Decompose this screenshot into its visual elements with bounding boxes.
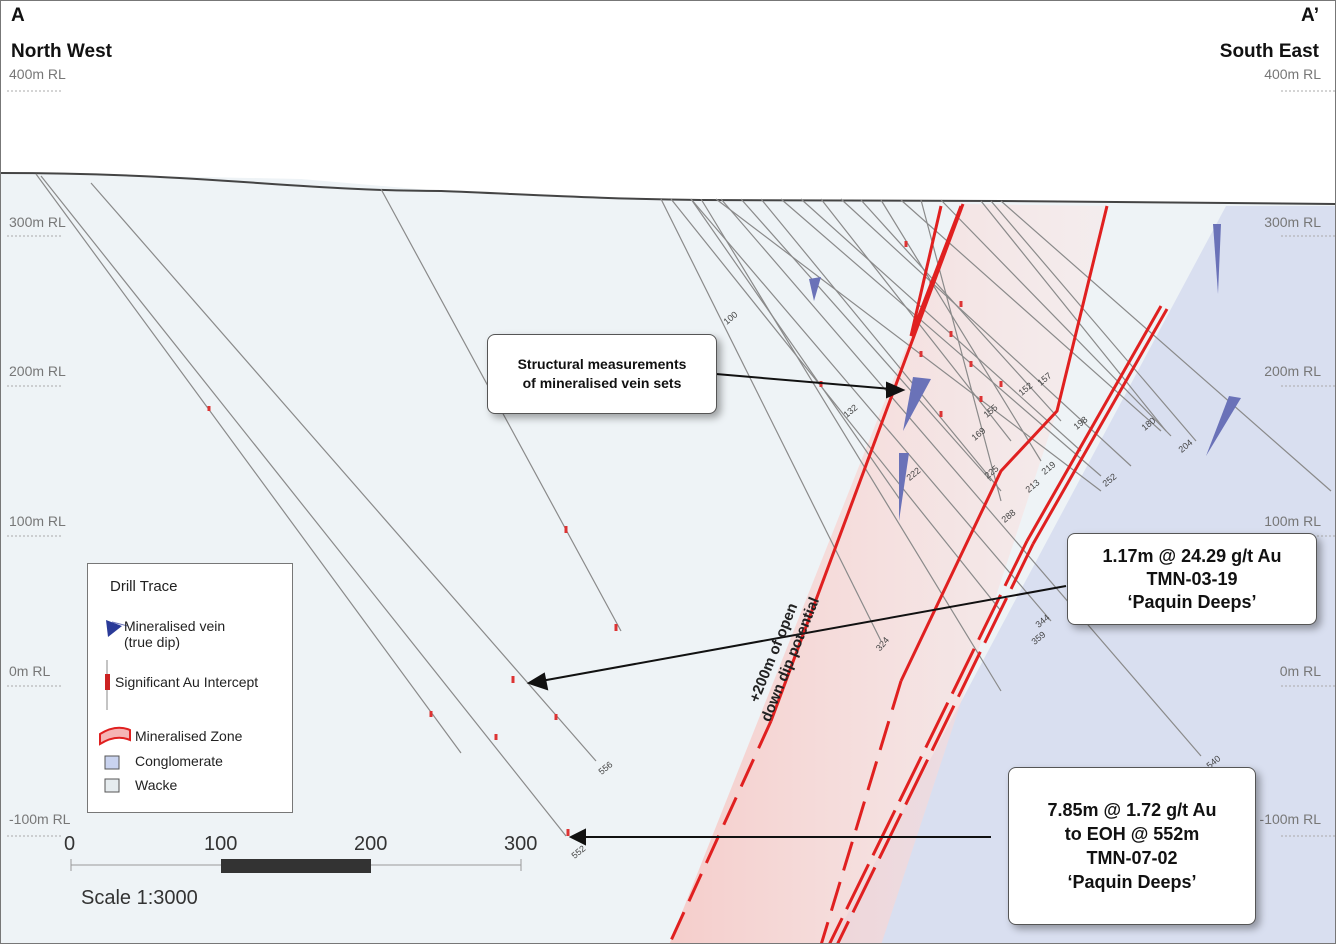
rl-label-right: 300m RL — [1264, 214, 1321, 230]
section-end-direction: South East — [1219, 41, 1319, 62]
callout-text: Structural measurements — [517, 356, 687, 372]
legend-title: Drill Trace — [110, 578, 178, 595]
drill-traces — [35, 173, 1332, 837]
callout-text: ‘Paquin Deeps’ — [1067, 872, 1197, 892]
callout-text: TMN-03-19 — [1146, 568, 1238, 589]
callout-text: ‘Paquin Deeps’ — [1127, 591, 1257, 612]
legend-vein-label: Mineralised vein — [124, 618, 226, 634]
vein-icon — [903, 377, 931, 431]
callout-text: to EOH @ 552m — [1064, 824, 1200, 844]
rl-label-left: 0m RL — [9, 663, 51, 679]
scale-tick-label: 200 — [354, 833, 388, 855]
callout-text: TMN-07-02 — [1086, 848, 1178, 868]
scale-label: Scale 1:3000 — [81, 887, 198, 909]
section-start-direction: North West — [11, 41, 112, 62]
rl-label-left: -100m RL — [9, 811, 71, 827]
topography-line — [1, 172, 1335, 205]
vein-icon — [106, 620, 122, 637]
zone-boundaries — [668, 203, 1169, 943]
wacke-swatch — [104, 778, 120, 793]
mineralised-zone — [669, 204, 1107, 943]
vein-icon — [1213, 224, 1221, 294]
intercept-callout-tmn-07-02: 7.85m @ 1.72 g/t Au to EOH @ 552m TMN-07… — [1008, 767, 1256, 925]
rl-label-left: 200m RL — [9, 363, 66, 379]
rl-label-left: 100m RL — [9, 513, 66, 529]
callout-text: 7.85m @ 1.72 g/t Au — [1047, 800, 1217, 820]
legend-zone-label: Mineralised Zone — [135, 728, 243, 744]
scale-tick-label: 100 — [204, 833, 238, 855]
section-end-letter: A’ — [1301, 5, 1319, 26]
mineralised-zone-icon — [99, 726, 131, 746]
legend-vein-sublabel: (true dip) — [124, 634, 181, 650]
legend-conglomerate-label: Conglomerate — [135, 753, 223, 769]
scale-tick-label: 300 — [504, 833, 538, 855]
rl-label-right: 200m RL — [1264, 363, 1321, 379]
legend-wacke-label: Wacke — [135, 777, 178, 793]
mineralised-veins — [809, 224, 1241, 521]
rl-label-right: 100m RL — [1264, 513, 1321, 529]
vein-icon — [899, 453, 909, 521]
rl-label-right: -100m RL — [1259, 811, 1321, 827]
scale-bar — [70, 859, 522, 873]
legend: Drill Trace Mineralised vein (true dip) … — [87, 563, 293, 813]
rl-label-left: 300m RL — [9, 214, 66, 230]
section-start-letter: A — [11, 5, 25, 26]
callout-text: 1.17m @ 24.29 g/t Au — [1102, 545, 1282, 566]
scale-tick-label: 0 — [64, 833, 76, 855]
intercept-callout-tmn-03-19: 1.17m @ 24.29 g/t Au TMN-03-19 ‘Paquin D… — [1067, 533, 1317, 625]
legend-intercept-label: Significant Au Intercept — [115, 674, 259, 690]
callout-text: of mineralised vein sets — [522, 375, 682, 391]
vein-icon — [1206, 396, 1241, 456]
rl-label-left: 400m RL — [9, 66, 66, 82]
rl-label-right: 0m RL — [1279, 663, 1321, 679]
callout-arrows — [526, 373, 1067, 846]
conglomerate-swatch — [104, 755, 120, 770]
vein-icon — [809, 277, 821, 301]
legend-symbols — [99, 620, 131, 793]
rl-label-right: 400m RL — [1264, 66, 1321, 82]
intercept-icon — [105, 674, 110, 690]
structural-callout: Structural measurements of mineralised v… — [487, 334, 717, 414]
